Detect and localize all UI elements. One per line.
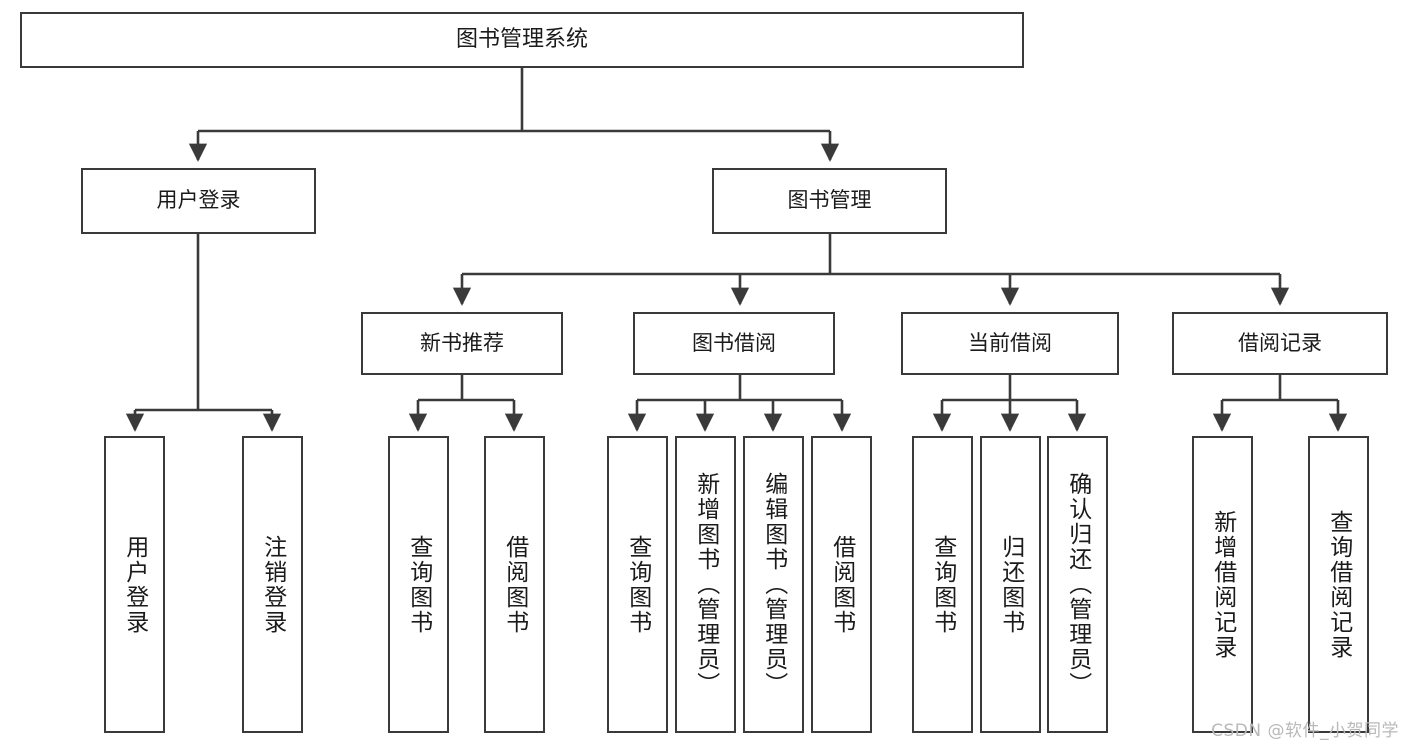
leaf-book-borrow-add-label: 新增图书（管理员） — [692, 472, 719, 697]
leaf-new-book-borrow[interactable]: 借阅图书 — [484, 436, 545, 733]
leaf-borrow-record-add-label: 新增借阅记录 — [1209, 509, 1236, 660]
node-book-borrow-label: 图书借阅 — [692, 330, 776, 355]
node-borrow-record-label: 借阅记录 — [1238, 330, 1322, 355]
leaf-current-borrow-confirm-return-label: 确认归还（管理员） — [1064, 472, 1091, 697]
node-user-login[interactable]: 用户登录 — [81, 168, 316, 234]
leaf-new-book-query-label: 查询图书 — [405, 534, 432, 635]
leaf-borrow-record-add[interactable]: 新增借阅记录 — [1192, 436, 1253, 733]
leaf-book-borrow-edit-label: 编辑图书（管理员） — [760, 472, 787, 697]
node-user-login-label: 用户登录 — [156, 188, 241, 213]
node-book-borrow[interactable]: 图书借阅 — [633, 312, 835, 375]
leaf-current-borrow-query-label: 查询图书 — [929, 534, 956, 635]
leaf-book-borrow-query[interactable]: 查询图书 — [607, 436, 668, 733]
leaf-user-login-login[interactable]: 用户登录 — [104, 436, 165, 733]
leaf-current-borrow-return-label: 归还图书 — [997, 534, 1024, 635]
leaf-borrow-record-query-label: 查询借阅记录 — [1325, 509, 1352, 660]
node-root-label: 图书管理系统 — [455, 26, 588, 52]
node-root[interactable]: 图书管理系统 — [20, 12, 1024, 68]
node-current-borrow-label: 当前借阅 — [968, 330, 1052, 355]
leaf-current-borrow-return[interactable]: 归还图书 — [980, 436, 1041, 733]
leaf-user-login-logout[interactable]: 注销登录 — [242, 436, 303, 733]
leaf-book-borrow-edit[interactable]: 编辑图书（管理员） — [743, 436, 804, 733]
leaf-new-book-borrow-label: 借阅图书 — [501, 534, 528, 635]
leaf-book-borrow-query-label: 查询图书 — [624, 534, 651, 635]
leaf-new-book-query[interactable]: 查询图书 — [388, 436, 449, 733]
node-book-management[interactable]: 图书管理 — [712, 168, 947, 234]
leaf-current-borrow-confirm-return[interactable]: 确认归还（管理员） — [1047, 436, 1108, 733]
leaf-book-borrow-borrow-label: 借阅图书 — [828, 534, 855, 635]
node-new-book-recommend-label: 新书推荐 — [420, 330, 504, 355]
leaf-borrow-record-query[interactable]: 查询借阅记录 — [1308, 436, 1369, 733]
node-book-management-label: 图书管理 — [787, 188, 872, 213]
node-new-book-recommend[interactable]: 新书推荐 — [361, 312, 563, 375]
node-borrow-record[interactable]: 借阅记录 — [1172, 312, 1388, 375]
leaf-current-borrow-query[interactable]: 查询图书 — [912, 436, 973, 733]
leaf-book-borrow-borrow[interactable]: 借阅图书 — [811, 436, 872, 733]
csdn-watermark: CSDN @软件_小贺同学 — [1211, 721, 1399, 741]
leaf-user-login-logout-label: 注销登录 — [259, 534, 286, 635]
leaf-user-login-login-label: 用户登录 — [121, 534, 148, 635]
node-current-borrow[interactable]: 当前借阅 — [901, 312, 1119, 375]
leaf-book-borrow-add[interactable]: 新增图书（管理员） — [675, 436, 736, 733]
